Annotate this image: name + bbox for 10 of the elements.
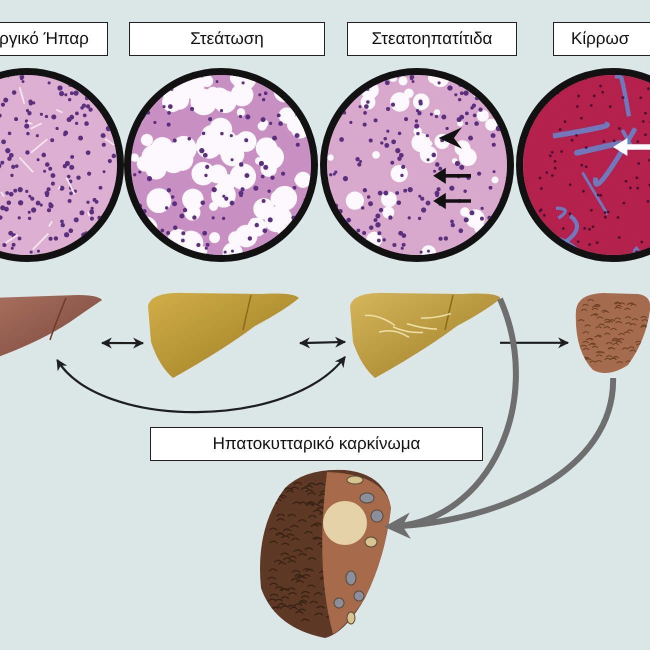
stage-title: Ηπατοκυτταρικό καρκίνωμα xyxy=(150,427,483,461)
stage-title: Στεατοηπατίτιδα xyxy=(347,22,517,56)
arrow xyxy=(100,338,144,349)
arrow xyxy=(56,356,346,414)
stage-title: Κίρρωσ xyxy=(553,22,650,56)
arrow xyxy=(298,336,346,348)
stage-title: Στεάτωση xyxy=(129,22,325,56)
arrow xyxy=(500,337,570,348)
stage-title: ργικό Ήπαρ xyxy=(0,22,108,56)
arrow xyxy=(384,378,616,538)
